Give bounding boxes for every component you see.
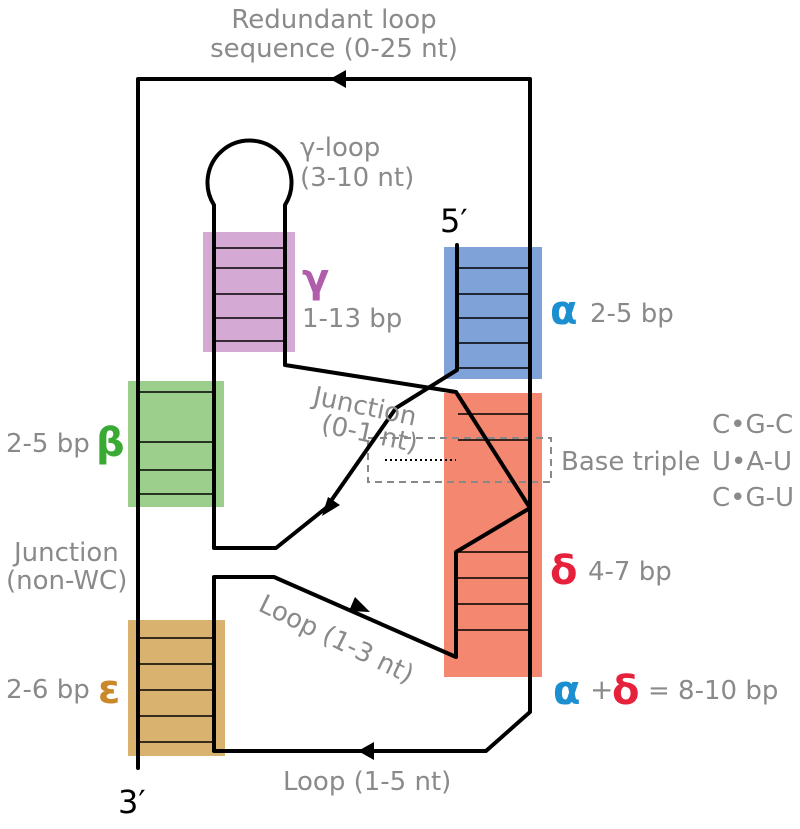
rna-strand [136, 77, 532, 770]
base-triple-label: Base triple [561, 447, 700, 477]
delta-bp-label: 4-7 bp [588, 557, 672, 587]
epsilon-bp-label: 2-6 bp [6, 675, 90, 705]
junction-nonwc-label-line2: (non-WC) [6, 566, 127, 596]
arrow-loop-1-5 [358, 742, 374, 760]
sum-equals-label: = 8-10 bp [648, 676, 778, 706]
triple-3: C•G-U [712, 483, 794, 513]
gamma-stem-box [203, 232, 295, 352]
redundant-loop-label-line2: sequence (0-25 nt) [210, 34, 458, 64]
sum-delta-symbol: δ [612, 668, 639, 714]
alpha-stem-box [444, 247, 542, 379]
gamma-symbol: γ [302, 256, 329, 302]
sum-alpha-symbol: α [553, 668, 580, 714]
triple-1: C•G-C [712, 410, 793, 440]
delta-symbol: δ [550, 548, 577, 594]
arrow-redundant-loop [330, 70, 346, 88]
triple-2: U•A-U [712, 447, 792, 477]
epsilon-stem-box [128, 620, 225, 756]
alpha-symbol: α [550, 288, 577, 334]
gamma-loop-label-line1: γ-loop [300, 133, 380, 163]
base-pair-rungs [138, 247, 530, 743]
delta-stem-box [444, 393, 542, 677]
junction-nonwc-label-line1: Junction [12, 538, 119, 568]
three-prime-label: 3′ [118, 783, 146, 821]
arrow-loop-1-3 [349, 597, 370, 612]
beta-symbol: β [96, 420, 125, 466]
redundant-loop-label-line1: Redundant loop [231, 5, 436, 35]
gamma-bp-label: 1-13 bp [302, 304, 402, 334]
five-prime-label: 5′ [440, 202, 468, 240]
epsilon-symbol: ε [98, 667, 120, 713]
alpha-bp-label: 2-5 bp [590, 299, 674, 329]
sum-plus: + [590, 673, 613, 706]
base-triple-box [367, 437, 552, 483]
beta-stem-box [128, 381, 224, 507]
gamma-loop-label-line2: (3-10 nt) [300, 163, 414, 193]
arrow-junction [322, 497, 340, 516]
beta-bp-label: 2-5 bp [6, 429, 90, 459]
loop-1-5-label: Loop (1-5 nt) [283, 767, 451, 797]
